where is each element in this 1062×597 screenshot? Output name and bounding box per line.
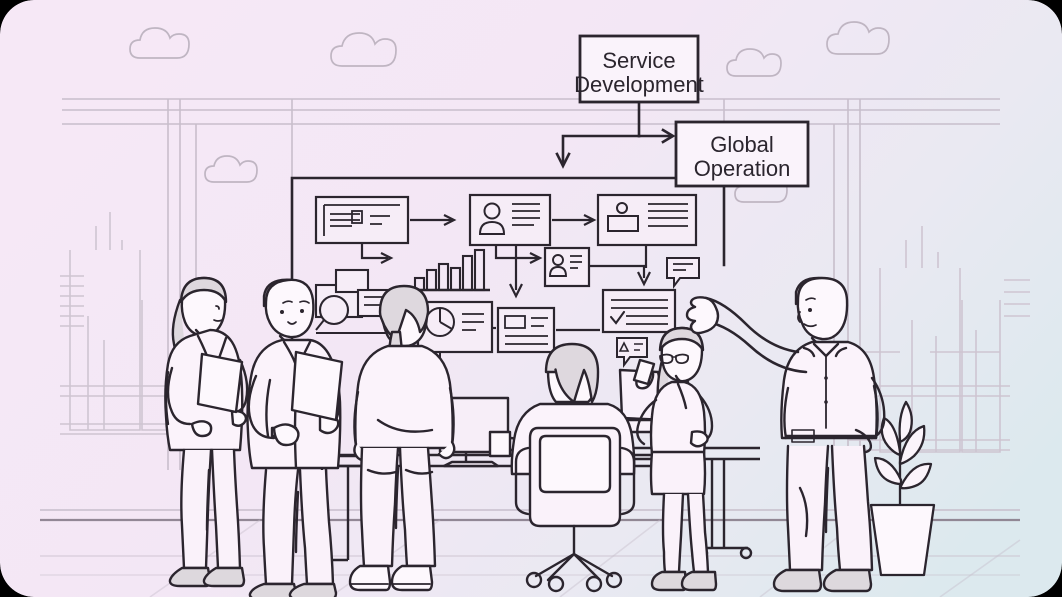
card-content-block xyxy=(496,306,556,354)
global-operation-line2: Operation xyxy=(694,156,791,181)
service-development-line1: Service xyxy=(602,48,675,73)
person-man-pointing xyxy=(685,276,886,593)
global-operation-line1: Global xyxy=(710,132,774,157)
service-development-line2: Development xyxy=(574,72,704,97)
card-text-document xyxy=(314,195,410,245)
people-layer xyxy=(164,276,886,597)
office-chair xyxy=(514,426,636,593)
card-photo-list xyxy=(596,193,698,247)
flowchart-nodes: Service Development Global Operation xyxy=(574,34,810,188)
person-woman-glasses-phone xyxy=(632,326,718,592)
speech-bubble-icon xyxy=(666,257,700,289)
potted-plant xyxy=(869,400,936,577)
node-global-operation: Global Operation xyxy=(674,120,810,188)
speech-bubble-alert-icon xyxy=(616,337,648,368)
branch-left-arrow-down xyxy=(561,134,641,164)
card-person-small xyxy=(543,246,591,288)
card-checklist xyxy=(601,288,677,334)
card-person-profile xyxy=(468,193,552,247)
diagram-cards xyxy=(314,193,700,370)
node-service-development: Service Development xyxy=(574,34,704,104)
person-woman-center-back xyxy=(348,284,456,592)
bar-chart-icon xyxy=(410,248,490,292)
person-woman-left-clipboard xyxy=(164,276,249,588)
person-man-suit-clipboard xyxy=(246,278,344,597)
